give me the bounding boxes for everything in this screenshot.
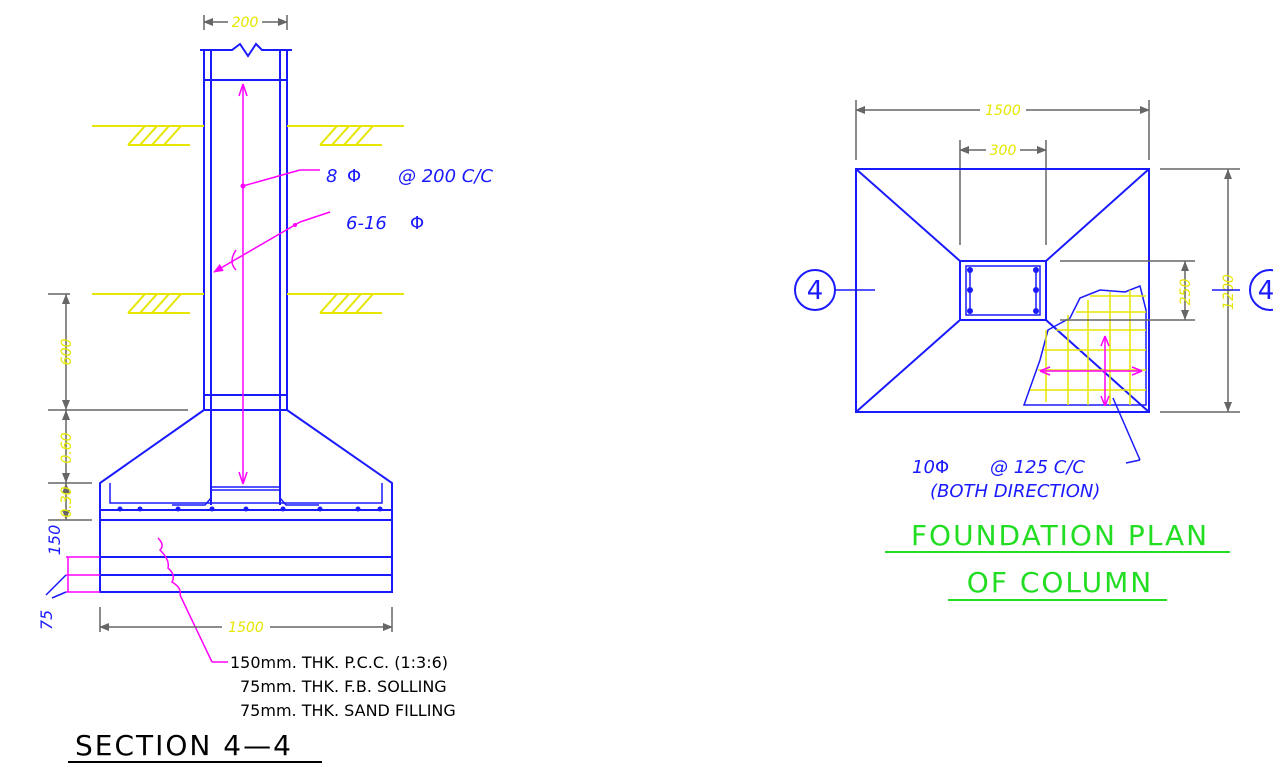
dim-75-text: 75 [37,610,56,630]
base-layers [99,519,393,593]
column-width-dimension: 200 [203,15,288,31]
column-width-dim-text: 200 [232,15,259,31]
note-sand: 75mm. THK. SAND FILLING [240,701,456,720]
rebar-mesh-cutaway [1022,284,1147,464]
dim-030-text: 0.30 [59,486,75,517]
ground-line-upper [92,125,404,146]
grid-marker-right: 4 [1212,269,1273,311]
plan-right-dimensions: 1200 250 [1060,168,1240,413]
note-soling: 75mm. THK. F.B. SOLLING [240,677,447,696]
plan-width-dim-text: 1500 [985,103,1021,119]
phi-symbol-icon: Φ [935,457,949,478]
column-break-line [200,42,292,58]
stirrup-spacing-text: @ 200 C/C [398,166,493,187]
main-rebar-text: 6-16 [346,213,387,234]
plan-rebar-direction-text: (BOTH DIRECTION) [930,481,1100,502]
dim-600-text: 600 [59,339,75,366]
plan-column-bars [967,267,1039,314]
phi-symbol-icon: Φ [347,166,361,187]
dim-060-text: 0.60 [59,432,75,463]
section-drawing: 200 [37,15,493,763]
plan-height-dim-text: 1200 [1221,274,1237,310]
plan-drawing: 1500 300 [794,100,1273,601]
plan-column-dimension: 300 [959,140,1047,245]
footing-rebar-dots [117,506,383,512]
base-width-dimension: 1500 [99,607,393,636]
grid-marker-right-text: 4 [1258,276,1273,306]
column-shaft [203,50,288,505]
plan-column-dim-text: 300 [990,143,1017,159]
rebar-leaders [157,83,331,663]
main-rebar-label: 6-16 Φ [346,213,424,234]
grid-marker-left: 4 [794,269,875,311]
plan-width-dimension: 1500 [855,100,1150,160]
left-dimensions: 600 0.60 0.30 150 75 [37,293,188,630]
footing-outline [99,409,393,521]
base-width-dim-text: 1500 [228,620,264,636]
note-pcc: 150mm. THK. P.C.C. (1:3:6) [230,653,448,672]
plan-column-depth-dim-text: 250 [1178,279,1194,306]
plan-title-line2: OF COLUMN [967,566,1153,599]
stirrup-size-text: 8 [326,166,337,187]
plan-title-line1: FOUNDATION PLAN [911,519,1209,552]
layer-notes: 150mm. THK. P.C.C. (1:3:6) 75mm. THK. F.… [230,653,456,720]
stirrup-label: 8 Φ @ 200 C/C [326,166,493,187]
plan-rebar-spacing-text: @ 125 C/C [990,457,1085,478]
ground-line-lower [92,293,404,314]
plan-rebar-size-text: 10 [912,457,935,478]
grid-marker-left-text: 4 [807,276,824,306]
plan-rebar-label: 10 Φ @ 125 C/C (BOTH DIRECTION) [912,457,1100,502]
dim-150-text: 150 [45,525,64,556]
phi-symbol-icon: Φ [410,213,424,234]
section-title: SECTION 4—4 [75,729,293,762]
